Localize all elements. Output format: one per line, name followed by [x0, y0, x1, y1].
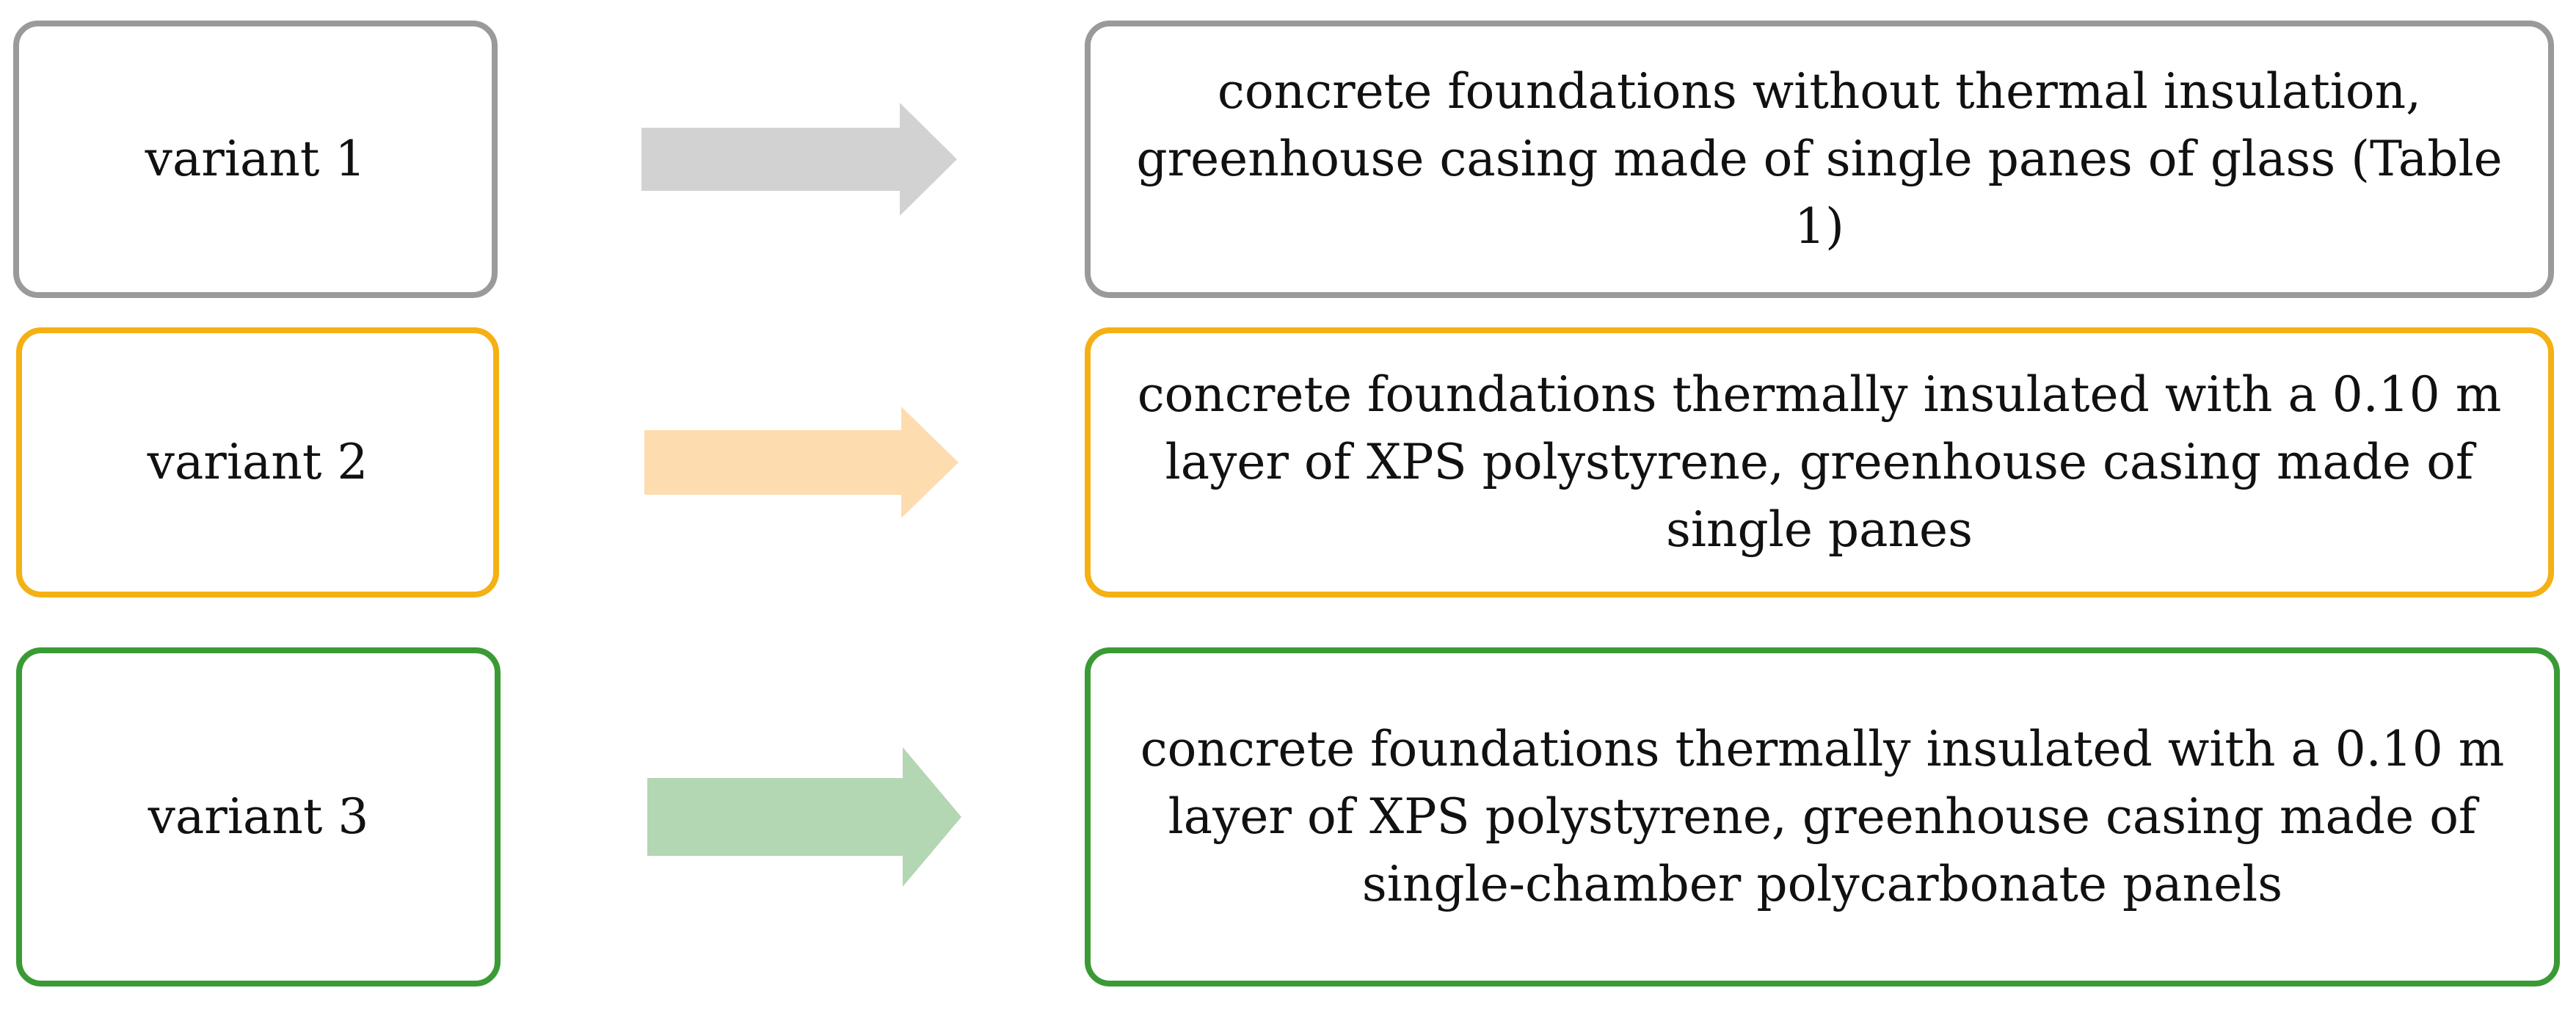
variant-2-box: variant 2	[16, 327, 499, 597]
variant-3-description-box: concrete foundations thermally insulated…	[1085, 647, 2560, 987]
description-line: layer of XPS polystyrene, greenhouse cas…	[1165, 434, 2474, 490]
description-line: greenhouse casing made of single panes o…	[1136, 131, 2503, 255]
variant-3-description: concrete foundations thermally insulated…	[1140, 716, 2505, 918]
variant-2-label: variant 2	[147, 434, 368, 491]
description-line: layer of XPS polystyrene, greenhouse cas…	[1168, 788, 2477, 845]
right-arrow-icon	[641, 103, 957, 216]
variant-1-label: variant 1	[145, 131, 366, 188]
variant-1-description: concrete foundations without thermal ins…	[1113, 58, 2526, 261]
description-line: concrete foundations thermally insulated…	[1140, 721, 2505, 777]
right-arrow-icon	[647, 747, 961, 887]
description-line: concrete foundations without thermal ins…	[1217, 63, 2422, 120]
variant-1-description-box: concrete foundations without thermal ins…	[1085, 21, 2554, 298]
variant-3-label: variant 3	[148, 788, 369, 846]
right-arrow-icon	[644, 407, 958, 518]
variant-2-description: concrete foundations thermally insulated…	[1138, 361, 2502, 564]
variant-2-description-box: concrete foundations thermally insulated…	[1085, 327, 2554, 597]
description-line: concrete foundations thermally insulated…	[1137, 366, 2502, 423]
description-line: single-chamber polycarbonate panels	[1361, 856, 2283, 912]
description-line: single panes	[1666, 501, 1973, 558]
variant-1-box: variant 1	[13, 21, 498, 298]
variant-3-box: variant 3	[16, 647, 501, 987]
